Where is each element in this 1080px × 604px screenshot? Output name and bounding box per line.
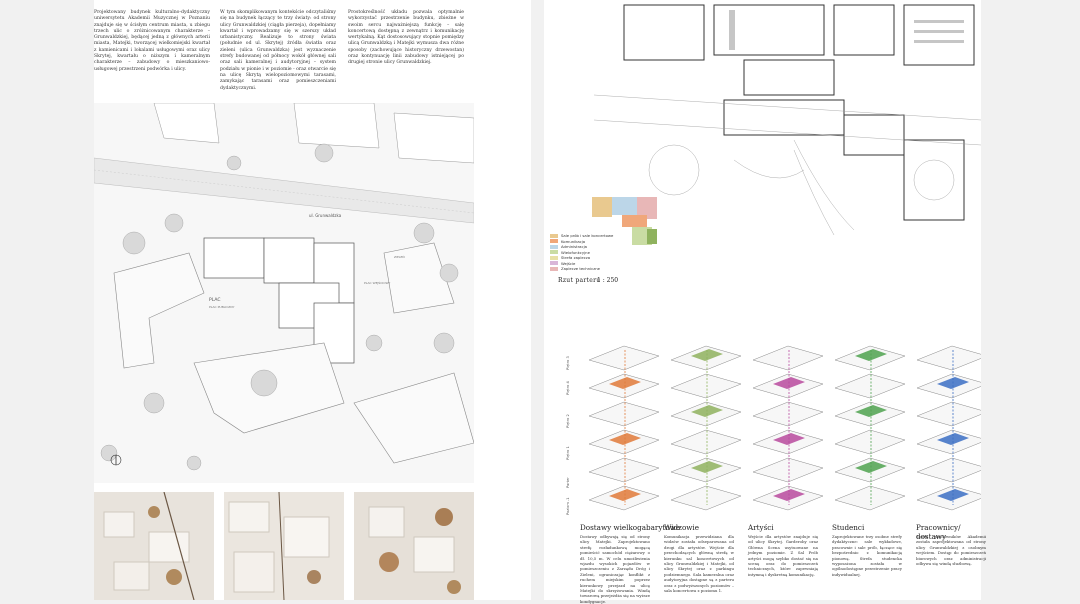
ground-floor-plan (593, 0, 982, 240)
axo-floor (670, 457, 742, 483)
circulation-diagrams (588, 345, 981, 511)
axo-floor (588, 401, 660, 427)
floor-label: Poziom -1 (566, 497, 570, 515)
axo-floor (588, 345, 660, 371)
floor-label: Piętro 4 (566, 381, 570, 395)
axo-floor (834, 485, 906, 511)
square-label: PLAC (209, 298, 221, 303)
legend-label: Administracja (561, 244, 587, 249)
legend-item: Wielofunkcyjne (550, 250, 660, 256)
flow-title: Pracownicy/ dostawy (916, 523, 961, 541)
axo-floor (752, 345, 824, 371)
axo-floor (670, 485, 742, 511)
axo-floor (588, 457, 660, 483)
legend-swatch (550, 233, 558, 238)
axo-floor (916, 429, 981, 455)
flow-title: Dostawy wielkogabarytowe (580, 523, 681, 532)
plan-scale: 1 : 250 (597, 277, 619, 284)
key-plan (592, 197, 657, 245)
intro-text-col-2: W tym skomplikowanym kontekście odczytal… (220, 10, 336, 91)
axo-floor (670, 401, 742, 427)
axo-floor (834, 345, 906, 371)
square-sublabel-1: PLAC PUBLICZNY (209, 305, 235, 309)
legend-label: Wielofunkcyjne (561, 249, 590, 255)
site-plan-drawing (93, 102, 475, 471)
intro-text-col-1: Projektowany budynek kulturalno-dydaktyc… (94, 10, 210, 72)
flow-title: Studenci (832, 523, 865, 532)
site-plan: ul. Grunwaldzka PLAC PLAC PUBLICZNY PLAC… (93, 102, 475, 483)
square-sublabel-3: ZIELEŃ (394, 255, 405, 259)
axo-floor (752, 373, 824, 399)
flow-description: Komunikacja przewidziana dla widzów zost… (664, 534, 734, 594)
axo-floor (916, 485, 981, 511)
axo-floor (916, 345, 981, 371)
floor-label: Piętro 1 (566, 446, 570, 460)
floor-label: Piętro 2 (566, 414, 570, 428)
legend-item: Komunikacja (550, 239, 660, 245)
legend-item: Strefa zaplecza (550, 255, 660, 261)
floor-label: Parter (566, 477, 570, 488)
model-photo-1 (94, 492, 214, 600)
axo-floor (916, 401, 981, 427)
flow-description: Zaprojektowane trzy osobne strefy dydakt… (832, 534, 902, 577)
axo-floor (588, 429, 660, 455)
model-photos (94, 492, 474, 600)
legend-item: Wejście (550, 261, 660, 267)
flow-description: Dostawy odbywają się od strony ulicy Mat… (580, 534, 650, 604)
intro-text-col-3: Prostokreślność układu pozwala optymalni… (348, 10, 464, 66)
axo-floor (752, 457, 824, 483)
axo-floor (834, 429, 906, 455)
axo-floor (670, 345, 742, 371)
legend-swatch (550, 250, 558, 255)
legend-swatch (550, 266, 558, 271)
legend-label: Strefa zaplecza (561, 255, 591, 260)
axo-floor (752, 485, 824, 511)
axo-floor (916, 373, 981, 399)
axo-floor (670, 373, 742, 399)
plan-title: Rzut parteru (558, 277, 601, 284)
axo-floor (670, 429, 742, 455)
axo-floor (588, 373, 660, 399)
legend-swatch (550, 261, 558, 266)
axo-floor (834, 401, 906, 427)
square-sublabel-2: PLAC WEJŚCIOWY (364, 281, 391, 285)
legend-swatch (550, 239, 558, 244)
floor-label: Piętro 3 (566, 356, 570, 370)
ground-floor-drawing (593, 0, 982, 240)
legend-item: Sale prób i sale koncertowe (550, 233, 660, 239)
flow-description: Wejście dla artystów znajduje się od uli… (748, 534, 818, 577)
legend-label: Sale prób i sale koncertowe (561, 233, 614, 238)
axo-floor (916, 457, 981, 483)
model-photo-2 (224, 492, 344, 600)
legend-label: Wejście (561, 260, 576, 266)
legend-item: Administracja (550, 244, 660, 250)
flow-title: Widzowie (664, 523, 699, 532)
axo-floor (834, 373, 906, 399)
axo-floor (588, 485, 660, 511)
street-label: ul. Grunwaldzka (309, 213, 342, 218)
axo-floor (752, 401, 824, 427)
legend-swatch (550, 244, 558, 249)
model-photo-3 (354, 492, 474, 600)
flow-title: Artyści (748, 523, 774, 532)
legend-label: Zaplecze techniczne (561, 266, 600, 271)
legend-item: Zaplecze techniczne (550, 266, 660, 272)
legend-label: Komunikacja (561, 238, 586, 244)
left-sheet: Projektowany budynek kulturalno-dydaktyc… (93, 0, 531, 600)
legend-swatch (550, 255, 558, 260)
axo-floor (834, 457, 906, 483)
axo-floor (752, 429, 824, 455)
flow-description: Strefa pracowników Akademii została zapr… (916, 534, 986, 567)
